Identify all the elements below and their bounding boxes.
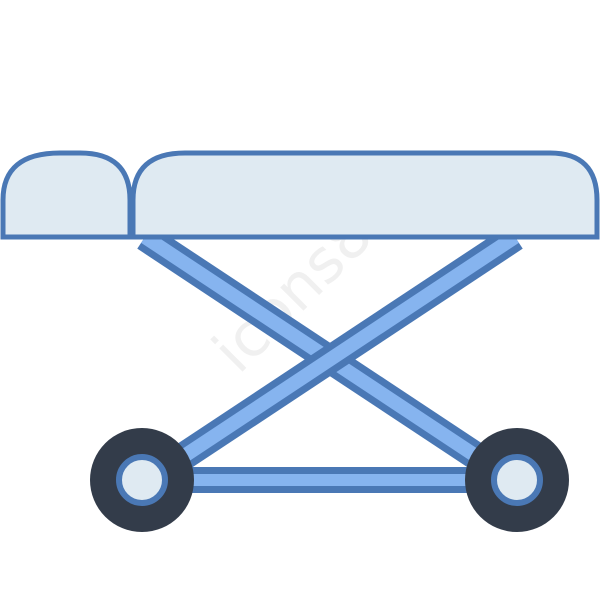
right-wheel [465,428,569,532]
head-cushion [0,150,133,240]
scissor-frame [137,225,523,493]
cushions [0,150,600,240]
left-wheel [90,428,194,532]
body-cushion [130,150,600,240]
